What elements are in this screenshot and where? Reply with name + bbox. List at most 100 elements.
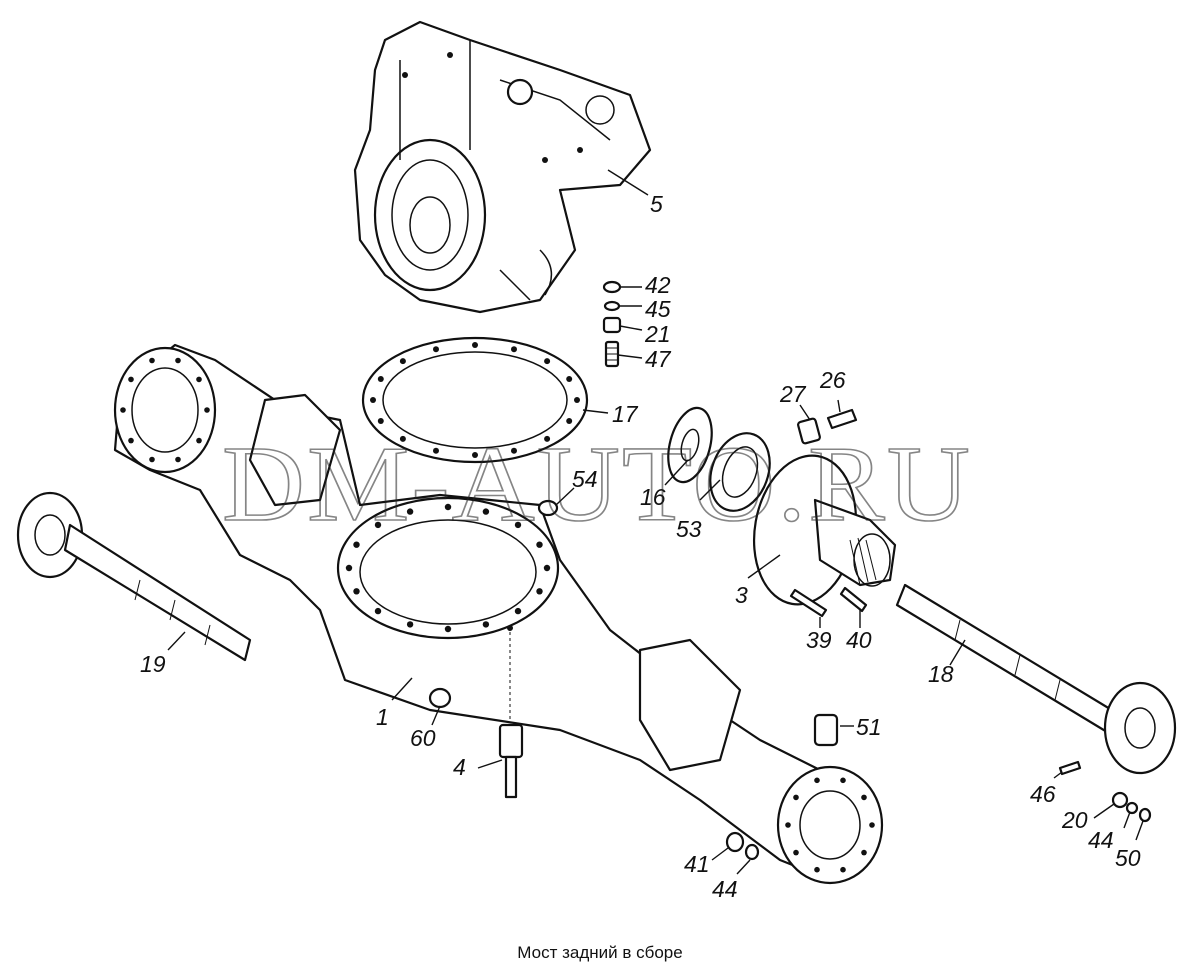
plug-51 xyxy=(813,713,839,747)
housing-bolt-hole xyxy=(406,621,414,628)
flange-bolt-hole xyxy=(861,849,867,856)
callout-42: 42 xyxy=(645,272,671,298)
flange-bolt-hole xyxy=(204,407,210,413)
flange-bolt-hole xyxy=(785,822,791,828)
housing-bolt-hole xyxy=(406,508,414,515)
flange-bolt-hole xyxy=(149,456,155,463)
gasket-bolt-hole xyxy=(472,452,478,458)
housing-bolt-hole xyxy=(514,521,522,529)
housing-bolt-hole xyxy=(353,541,360,548)
gasket-bolt-hole xyxy=(511,346,517,353)
housing-bolt-hole xyxy=(482,621,490,628)
gasket-bolt-hole xyxy=(544,358,551,365)
gasket-bolt-hole xyxy=(399,358,406,365)
callout-21: 21 xyxy=(644,321,671,347)
flange-bolt-hole xyxy=(793,794,799,801)
axle-housing xyxy=(113,343,884,885)
flange-bolt-hole xyxy=(175,456,181,463)
flange-bolt-hole xyxy=(175,357,181,364)
bolt-39 xyxy=(789,588,828,618)
housing-bolt-hole xyxy=(543,564,551,572)
gasket-bolt-hole xyxy=(566,376,573,382)
callout-17: 17 xyxy=(612,401,639,427)
flange-bolt-hole xyxy=(861,794,867,801)
flange-bolt-hole xyxy=(840,777,846,784)
housing-bolt-hole xyxy=(514,607,522,615)
breather-4 xyxy=(498,625,524,799)
housing-bolt-hole xyxy=(374,521,382,529)
callout-47: 47 xyxy=(645,346,672,372)
figure-caption: Мост задний в сборе xyxy=(517,943,683,962)
callout-26: 26 xyxy=(819,367,846,393)
callout-19: 19 xyxy=(140,651,166,677)
callout-40: 40 xyxy=(846,627,872,653)
flange-bolt-hole xyxy=(196,376,202,383)
flange-bolt-hole xyxy=(196,437,202,444)
leader-lines xyxy=(167,169,1144,875)
callout-50: 50 xyxy=(1115,845,1141,871)
callout-41: 41 xyxy=(684,851,710,877)
gasket-bolt-hole xyxy=(370,397,376,403)
gasket-bolt-hole xyxy=(544,435,551,442)
callout-16: 16 xyxy=(640,484,666,510)
gasket-bolt-hole xyxy=(433,447,439,454)
callout-18: 18 xyxy=(928,661,954,687)
flange-bolt-hole xyxy=(128,376,134,383)
callout-20: 20 xyxy=(1061,807,1088,833)
bolt-26 xyxy=(826,408,858,430)
gasket-bolt-hole xyxy=(472,342,478,348)
final-drive-housing xyxy=(353,20,652,314)
housing-bolt-hole xyxy=(482,508,490,515)
gasket-bolt-hole xyxy=(377,376,384,382)
housing-bolt-hole xyxy=(444,503,452,511)
watermark: DM-AUTO.RU xyxy=(222,425,972,544)
sensor-27 xyxy=(797,417,821,445)
housing-bolt-hole xyxy=(374,607,382,615)
housing-bolt-hole xyxy=(444,625,452,633)
callout-53: 53 xyxy=(676,516,702,542)
housing-bolt-hole xyxy=(536,541,543,548)
gasket-bolt-hole xyxy=(377,418,384,424)
bolt-40 xyxy=(839,586,868,613)
callout-60: 60 xyxy=(410,725,436,751)
callout-51: 51 xyxy=(856,714,882,740)
flange-bolt-hole xyxy=(869,822,875,828)
callout-44-right: 44 xyxy=(1088,827,1114,853)
gasket-bolt-hole xyxy=(399,435,406,442)
flange-bolt-hole xyxy=(120,407,126,413)
housing-bolt-hole xyxy=(536,588,543,595)
axle-shaft-left xyxy=(16,491,252,662)
gasket-ring xyxy=(361,336,589,464)
flange-bolt-hole xyxy=(149,357,155,364)
flange-bolt-hole xyxy=(814,866,820,873)
callout-46: 46 xyxy=(1030,781,1056,807)
callout-45: 45 xyxy=(645,296,671,322)
callout-5: 5 xyxy=(650,191,663,217)
plug-54 xyxy=(537,499,559,517)
flange-bolt-hole xyxy=(814,777,820,784)
flange-bolt-hole xyxy=(840,866,846,873)
callout-27: 27 xyxy=(779,381,807,407)
thrust-washer xyxy=(667,406,713,484)
gasket-bolt-hole xyxy=(511,447,517,454)
callout-54: 54 xyxy=(572,466,598,492)
callout-1: 1 xyxy=(376,704,389,730)
plug-60 xyxy=(428,687,452,709)
gasket-bolt-hole xyxy=(574,397,580,403)
housing-bolt-hole xyxy=(353,588,360,595)
callout-labels: 5 42 45 21 47 17 27 26 16 54 53 3 39 40 … xyxy=(140,191,1141,902)
nuts-41-44 xyxy=(725,831,760,861)
stud-nut-stack xyxy=(602,280,622,368)
axle-shaft-right xyxy=(895,583,1177,775)
flange-bolt-hole xyxy=(128,437,134,444)
callout-44-bottom: 44 xyxy=(712,876,738,902)
oil-seal xyxy=(709,432,771,512)
callout-3: 3 xyxy=(735,582,748,608)
gasket-bolt-hole xyxy=(566,418,573,424)
stud-46-nuts-20-44-50 xyxy=(1058,760,1152,823)
callout-4: 4 xyxy=(453,754,466,780)
callout-39: 39 xyxy=(806,627,832,653)
housing-bolt-hole xyxy=(345,564,353,572)
gasket-bolt-hole xyxy=(433,346,439,353)
